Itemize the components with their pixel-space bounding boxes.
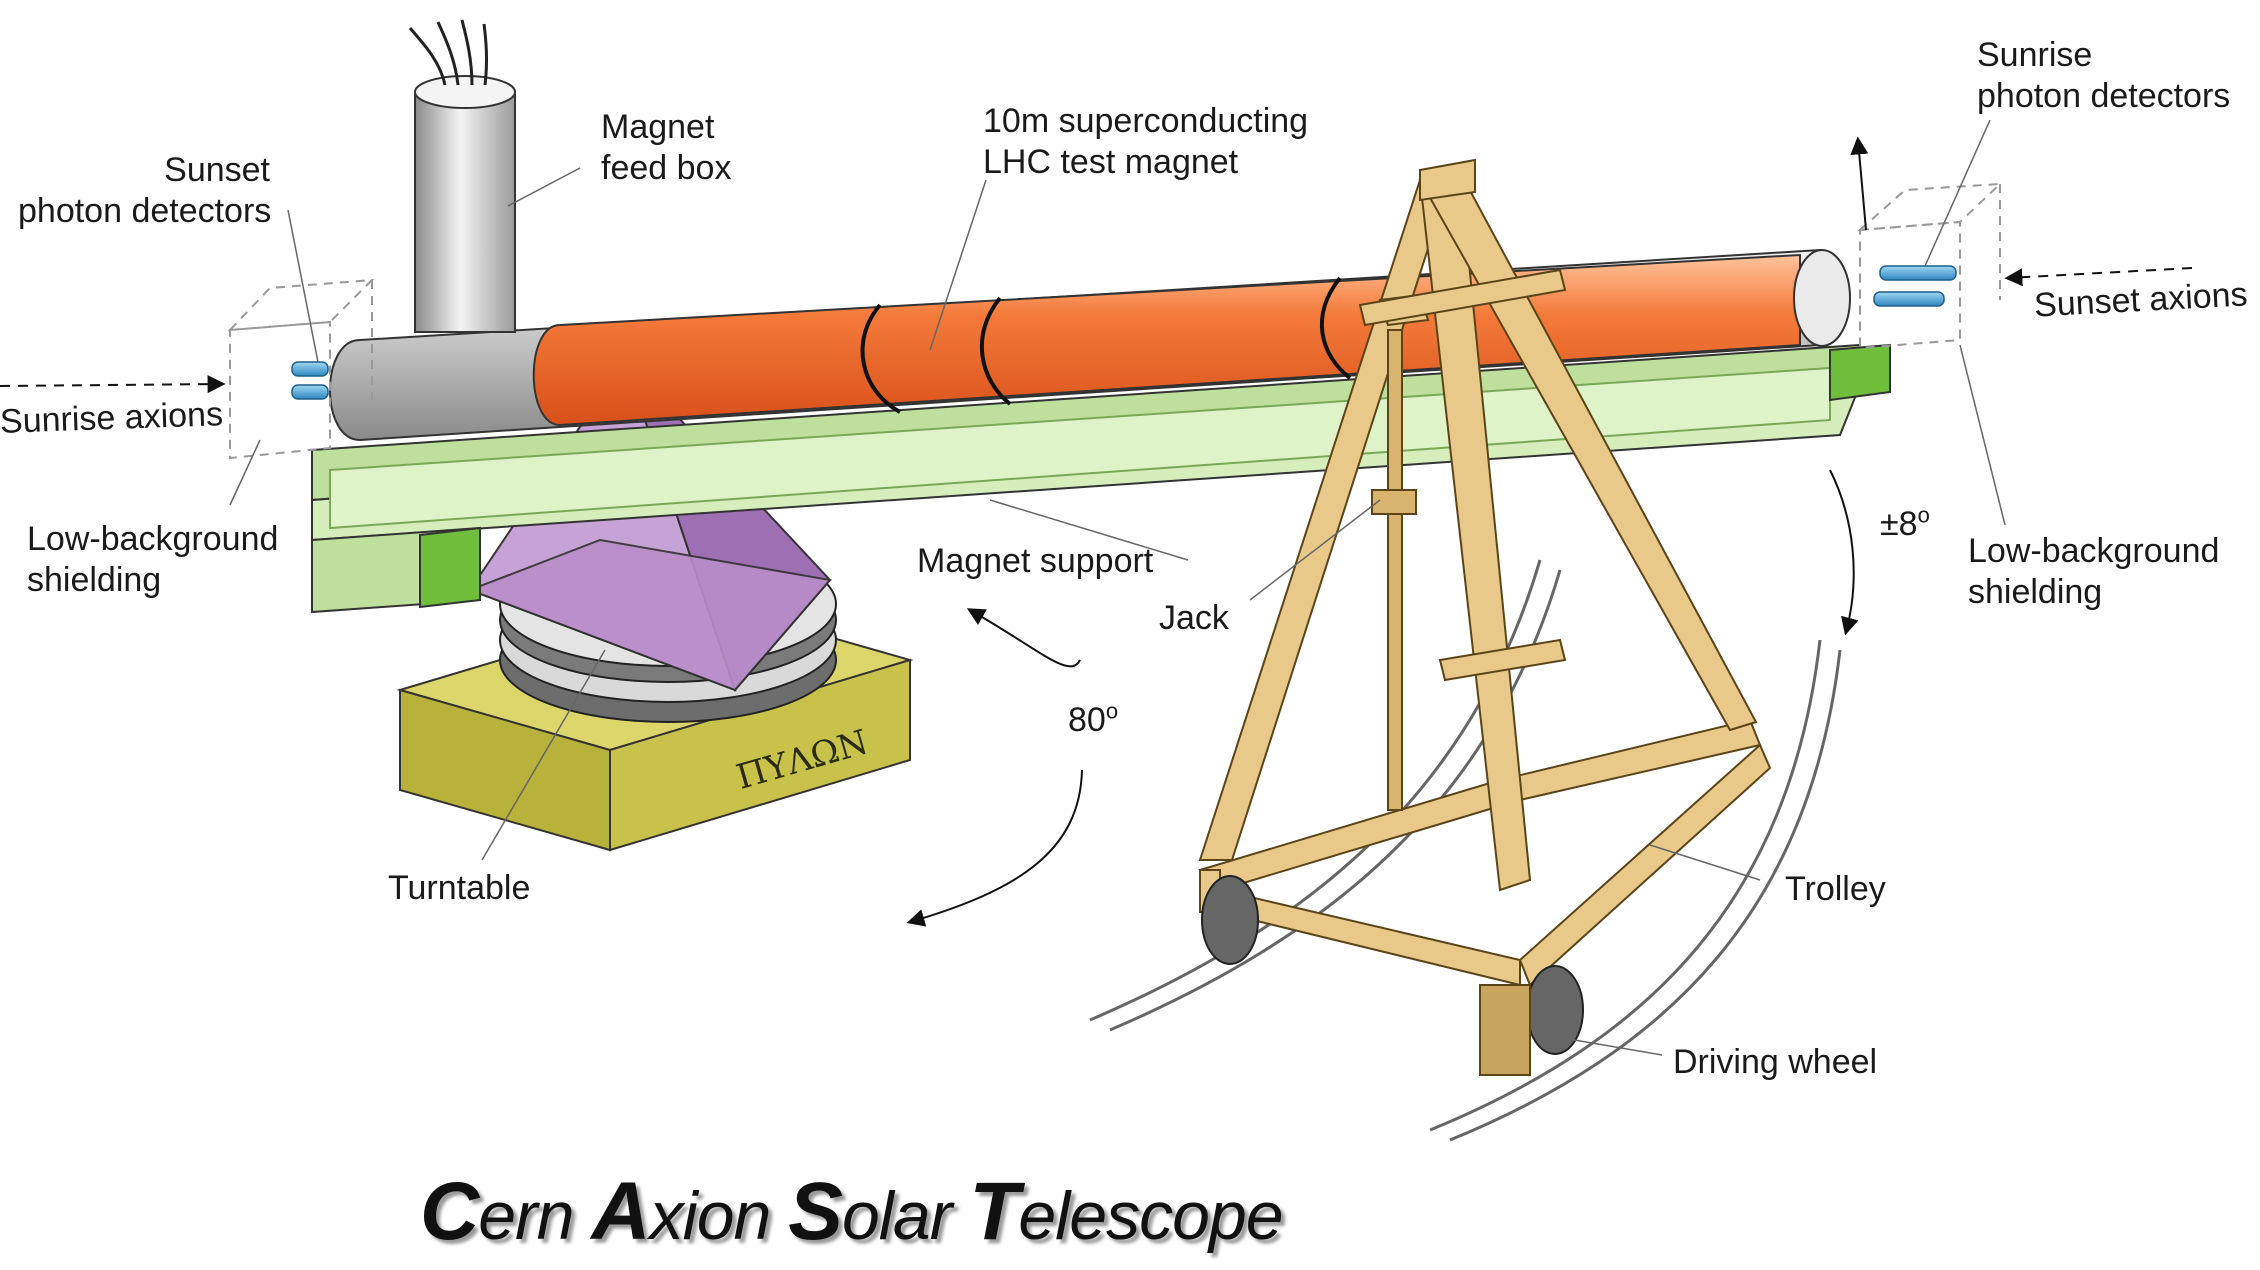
sunrise-detector-tube-1	[1879, 265, 1957, 281]
sunrise-axions-arrow	[0, 375, 226, 394]
label-sunrise-detectors-line1: Sunrise	[1977, 36, 2093, 74]
trolley-wheels	[1201, 875, 1584, 1076]
title-rest-4: elescope	[1018, 1178, 1283, 1254]
label-sunset-detectors-line1: Sunset	[164, 151, 270, 189]
label-shielding-left-line2: shielding	[27, 561, 162, 599]
tilt-angle-degree: o	[1917, 502, 1930, 528]
magnet-feed-box	[408, 19, 516, 333]
label-magnet-feed-box-line2: feed box	[601, 149, 732, 187]
label-magnet-feed-box: Magnet feed box	[601, 107, 731, 189]
title-rest-3: olar	[841, 1178, 970, 1254]
label-turntable: Turntable	[388, 869, 531, 907]
shielding-boxes	[227, 182, 2003, 460]
title-rest-2: xion	[649, 1178, 789, 1254]
leader-lines	[229, 119, 2006, 1056]
label-trolley: Trolley	[1785, 870, 1886, 908]
label-lhc-magnet-line1: 10m superconducting	[983, 102, 1309, 140]
label-shielding-left-line1: Low-background	[27, 520, 279, 558]
label-shielding-left: Low-background shielding	[27, 519, 278, 601]
label-lhc-magnet: 10m superconducting LHC test magnet	[983, 101, 1308, 183]
tilt-angle-value: ±8	[1880, 505, 1918, 543]
label-sunrise-detectors-line2: photon detectors	[1977, 77, 2231, 115]
rotation-arrow-up	[966, 608, 1081, 668]
label-shielding-right-line1: Low-background	[1968, 532, 2220, 570]
label-shielding-right-line2: shielding	[1968, 573, 2103, 611]
label-tilt-angle: ±8o	[1880, 504, 1930, 545]
tilt-up-arrow	[1850, 136, 1869, 231]
sunset-axions-arrow	[2004, 267, 2193, 287]
rotation-angle-value: 80	[1068, 701, 1106, 739]
title-cap-3: S	[788, 1166, 843, 1257]
title-cap-4: T	[969, 1166, 1019, 1257]
label-jack: Jack	[1159, 599, 1229, 637]
label-sunrise-detectors: Sunrise photon detectors	[1977, 35, 2230, 117]
label-sunrise-axions: Sunrise axions	[0, 395, 224, 441]
label-driving-wheel: Driving wheel	[1673, 1043, 1878, 1081]
sunrise-detector-tube-2	[1873, 291, 1945, 307]
rotation-angle-degree: o	[1105, 698, 1119, 724]
tilt-down-arrow	[1829, 469, 1859, 636]
title-cap-2: A	[591, 1166, 650, 1257]
rotation-arrow-down	[906, 769, 1083, 927]
label-shielding-right: Low-background shielding	[1968, 531, 2219, 613]
label-lhc-magnet-line2: LHC test magnet	[983, 143, 1239, 181]
label-rotation-angle: 80o	[1068, 700, 1118, 741]
diagram-title: Cern Axion Solar Telescope	[420, 1165, 1284, 1259]
title-cap-1: C	[420, 1166, 479, 1257]
detector-tubes	[291, 265, 1957, 400]
title-rest-1: ern	[478, 1178, 592, 1254]
label-sunset-detectors-line2: photon detectors	[18, 192, 272, 230]
driving-wheel-motor	[1479, 984, 1531, 1076]
trolley	[1198, 158, 1772, 987]
label-magnet-support: Magnet support	[917, 542, 1154, 580]
label-sunset-detectors: Sunset photon detectors	[18, 150, 272, 232]
label-magnet-feed-box-line1: Magnet	[601, 108, 715, 146]
annotation-arrows	[0, 136, 2193, 927]
sunset-detector-tube-2	[291, 384, 329, 400]
sunset-detector-tube-1	[291, 361, 329, 377]
